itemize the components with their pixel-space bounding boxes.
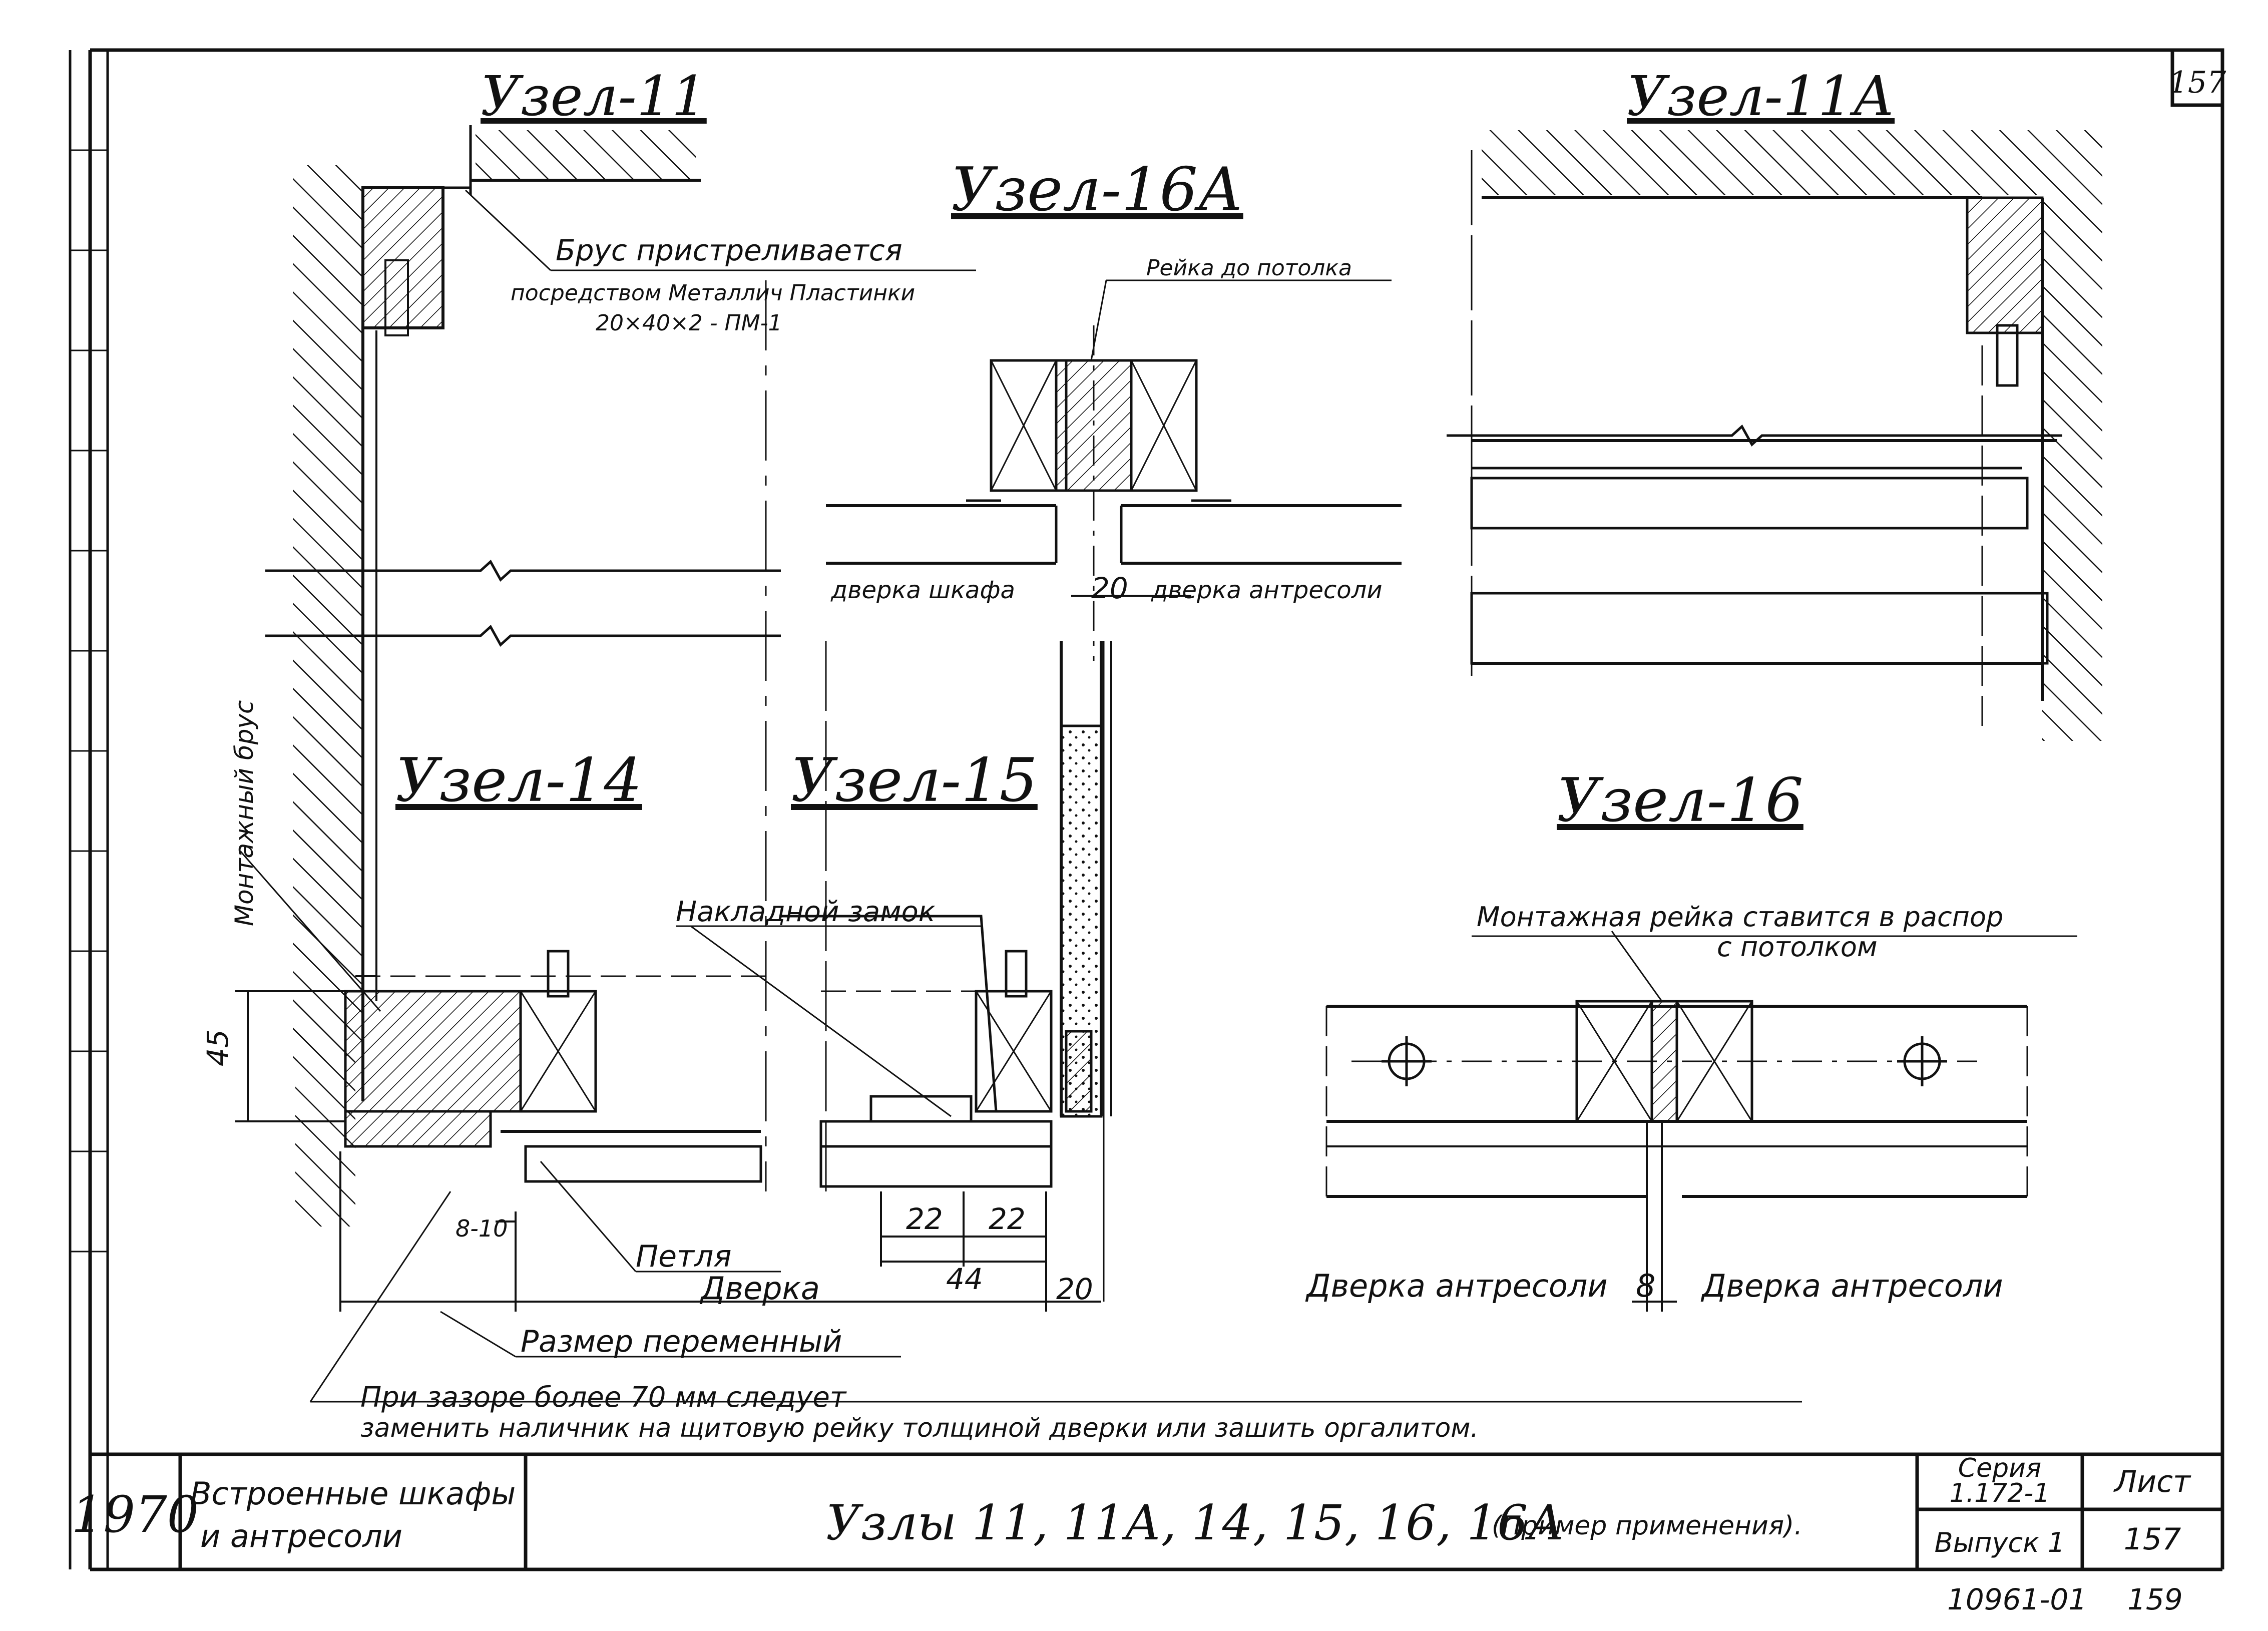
reyka-potolok-note: Рейка до потолка — [1146, 255, 1352, 281]
leader-lines — [239, 851, 2077, 1403]
sheet-frame — [88, 48, 2224, 1571]
node-11a-drawing — [1470, 130, 2102, 741]
bottom-code: 10961-01 — [1947, 1582, 2087, 1616]
nakladnoy-zamok-label: Накладной замок — [676, 896, 936, 928]
title-block — [90, 1452, 2222, 1569]
montazh-reyka-line1: Монтажная рейка ставится в распор — [1477, 901, 2003, 933]
sheet-label: Лист — [2113, 1464, 2191, 1499]
series-label: Серия — [1958, 1453, 2041, 1483]
node-11a-title: Узел-11А — [1627, 64, 1895, 128]
node-14-title: Узел-14 — [395, 746, 642, 816]
montazh-brus-label: Монтажный брус — [230, 700, 259, 926]
brus-note-line1: Брус пристреливается — [556, 233, 902, 267]
brus-note-line3: 20×40×2 - ПМ-1 — [596, 310, 782, 336]
dverka-antresoli-left-label: Дверка антресоли — [1305, 1268, 1608, 1304]
petlya-label: Петля — [636, 1239, 731, 1274]
filing-strip — [69, 50, 109, 1569]
main-title: Узлы 11, 11А, 14, 15, 16, 16А — [826, 1495, 1564, 1551]
dim-44: 44 — [946, 1262, 983, 1296]
dverka-antresoli-right-label: Дверка антресоли — [1700, 1268, 2003, 1304]
brus-note-line2: посредством Металлич Пластинки — [511, 280, 915, 306]
dverka-label: Дверка — [699, 1270, 820, 1307]
footnote-line1: При зазоре более 70 мм следует — [360, 1381, 847, 1414]
node-15-title: Узел-15 — [791, 746, 1038, 816]
subject-line2: и антресоли — [200, 1518, 402, 1554]
razmer-label: Размер переменный — [521, 1324, 842, 1359]
node-14-15-drawing — [295, 641, 1112, 1302]
footnote-line2: заменить наличник на щитовую рейку толщи… — [360, 1413, 1479, 1443]
issue-label: Выпуск 1 — [1935, 1527, 2065, 1558]
sheet-number-top: 157 — [2169, 65, 2226, 100]
main-title-note: (Пример применения). — [1492, 1511, 1802, 1541]
subject-line1: Встроенные шкафы — [190, 1475, 516, 1512]
series-value: 1.172-1 — [1950, 1478, 2050, 1508]
dim-8: 8 — [1636, 1268, 1655, 1304]
break-lines — [265, 425, 2062, 647]
dverka-shkafa-label: дверка шкафа — [830, 576, 1015, 604]
node-16-title: Узел-16 — [1557, 766, 1803, 836]
year-label: 1970 — [72, 1485, 199, 1544]
dimension-lines — [235, 595, 1677, 1312]
dim-22a: 22 — [906, 1202, 943, 1236]
bottom-page: 159 — [2127, 1582, 2183, 1616]
dim-22b: 22 — [989, 1202, 1026, 1236]
montazh-reyka-line2: с потолком — [1717, 931, 1878, 963]
node-11-title: Узел-11 — [481, 64, 707, 128]
node-16a-drawing — [826, 279, 1402, 661]
node-16a-title: Узел-16А — [951, 155, 1243, 225]
dim-20-top: 20 — [1091, 571, 1128, 605]
node-16-drawing — [1325, 931, 2028, 1312]
dim-20-bottom: 20 — [1056, 1272, 1093, 1306]
dverka-antresoli-top-label: дверка антресоли — [1151, 576, 1383, 604]
dim-8-10: 8-10 — [456, 1215, 508, 1242]
dim-45: 45 — [201, 1029, 235, 1066]
sheet-value: 157 — [2124, 1522, 2181, 1557]
